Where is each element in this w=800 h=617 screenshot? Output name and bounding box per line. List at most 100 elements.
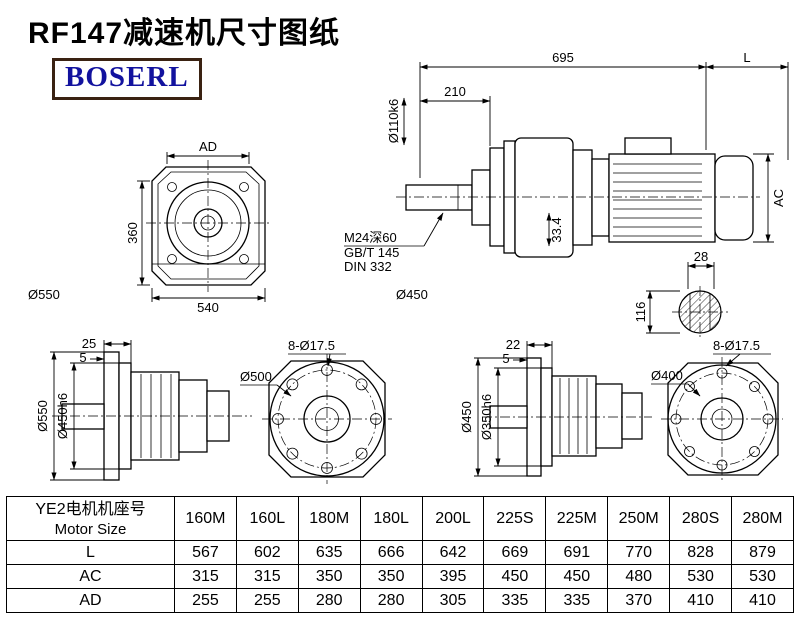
dim-shaft-diameter-label: Ø110k6: [386, 99, 401, 144]
column-header-280S: 280S: [669, 496, 733, 541]
callout-diameter-500: Ø500: [240, 369, 292, 397]
table-cell: 305: [421, 588, 485, 613]
callout-diameter-400-label: Ø400: [651, 368, 683, 383]
table-cell: 315: [174, 564, 237, 589]
table-cell: 567: [174, 540, 237, 565]
column-header-225S: 225S: [483, 496, 547, 541]
dim-33-4: 33.4: [546, 212, 564, 247]
table-cell: 410: [669, 588, 733, 613]
dim-5-left-label: 5: [79, 350, 86, 365]
dim-25-label: 25: [82, 336, 96, 351]
table-row-L: L 567 602 635 666 642 669 691 770 828 87…: [6, 540, 794, 565]
fan-cover: [714, 155, 754, 241]
table-cell: 669: [483, 540, 547, 565]
dim-diameter-550-label: Ø550: [35, 400, 50, 432]
dim-diameter-450h6-label: Ø450h6: [55, 393, 70, 439]
flange-face-left: [262, 354, 392, 484]
motor-size-header: YE2电机机座号 Motor Size: [6, 496, 175, 541]
note-din332-label: DIN 332: [344, 259, 392, 274]
output-view-left-drawing: 25 5 Ø550 Ø450h6: [35, 336, 392, 484]
dim-33-4-label: 33.4: [549, 217, 564, 242]
technical-drawing: AD 360 540 Ø550: [28, 50, 789, 484]
table-cell: 635: [297, 540, 361, 565]
dimension-table: YE2电机机座号 Motor Size 160M 160L 180M 180L …: [6, 496, 794, 613]
table-cell: 335: [483, 588, 547, 613]
dim-695-label: 695: [552, 50, 574, 65]
dim-diameter-450-side-label: Ø450: [396, 287, 428, 302]
row-label-AC: AC: [6, 564, 175, 589]
brand-logo-text: BOSERL: [65, 61, 189, 93]
terminal-box: [624, 137, 672, 155]
callout-8-holes-left: 8-Ø17.5: [288, 338, 346, 367]
table-row-AC: AC 315 315 350 350 395 450 450 480 530 5…: [6, 564, 794, 589]
dim-360-label: 360: [125, 222, 140, 244]
brand-logo: BOSERL: [52, 58, 202, 100]
dim-diameter-550: Ø550: [35, 351, 104, 481]
dim-116-label: 116: [633, 302, 648, 323]
output-view-right-drawing: 22 5 Ø450 Ø350h6: [459, 337, 783, 481]
dim-ad: AD: [166, 139, 250, 164]
dim-ac: AC: [753, 153, 786, 243]
column-header-225M: 225M: [545, 496, 609, 541]
table-cell: 370: [607, 588, 671, 613]
table-header-row: YE2电机机座号 Motor Size 160M 160L 180M 180L …: [6, 496, 794, 541]
table-cell: 770: [607, 540, 671, 565]
column-header-280M: 280M: [731, 496, 794, 541]
table-cell: 530: [669, 564, 733, 589]
dim-22: 22: [506, 337, 553, 368]
motor: [608, 137, 754, 243]
page-title: RF147减速机尺寸图纸: [28, 17, 341, 50]
table-cell: 879: [731, 540, 794, 565]
table-cell: 530: [731, 564, 794, 589]
shaft-section-view: 28 116: [633, 249, 728, 338]
table-cell: 350: [297, 564, 361, 589]
dim-L-label: L: [743, 50, 750, 65]
motor-size-label-cn: YE2电机机座号: [35, 500, 146, 518]
dim-360: 360: [125, 180, 150, 286]
table-cell: 280: [359, 588, 423, 613]
callout-8-holes-left-label: 8-Ø17.5: [288, 338, 335, 353]
dim-shaft-diameter: Ø110k6: [386, 97, 407, 146]
table-cell: 255: [235, 588, 299, 613]
dim-diameter-450h6: Ø450h6: [55, 362, 119, 470]
note-m24-label: M24深60: [344, 230, 397, 245]
table-row-AD: AD 255 255 280 280 305 335 335 370 410 4…: [6, 588, 794, 613]
input-shaft: [405, 184, 473, 211]
dim-5-right: 5: [502, 351, 528, 366]
table-cell: 666: [359, 540, 423, 565]
dim-ac-label: AC: [771, 189, 786, 207]
table-cell: 828: [669, 540, 733, 565]
dim-28: 28: [687, 249, 715, 289]
side-view-drawing: 695 L 210 Ø110k6 M24深60 GB/T 145: [344, 50, 789, 338]
table-cell: 335: [545, 588, 609, 613]
table-cell: 480: [607, 564, 671, 589]
dim-210-label: 210: [444, 84, 466, 99]
front-view-drawing: AD 360 540 Ø550: [28, 139, 272, 315]
dim-diameter-350h6-label: Ø350h6: [479, 394, 494, 440]
column-header-180L: 180L: [359, 496, 423, 541]
motor-size-label-en: Motor Size: [54, 520, 127, 538]
dim-25: 25: [82, 336, 132, 363]
callout-diameter-400: Ø400: [651, 368, 701, 397]
dim-22-label: 22: [506, 337, 520, 352]
column-header-160M: 160M: [174, 496, 237, 541]
row-label-L: L: [6, 540, 175, 565]
table-cell: 315: [235, 564, 299, 589]
dim-ad-label: AD: [199, 139, 217, 154]
table-cell: 450: [483, 564, 547, 589]
output-shaft: [61, 403, 105, 430]
column-header-250M: 250M: [607, 496, 671, 541]
note-gbt145-label: GB/T 145: [344, 245, 399, 260]
dim-diameter-450-label: Ø450: [459, 401, 474, 433]
callout-diameter-500-label: Ø500: [240, 369, 272, 384]
dim-diameter-350h6: Ø350h6: [479, 367, 541, 467]
dim-210: 210: [419, 84, 491, 146]
dim-diameter-450: Ø450: [459, 357, 527, 477]
callout-8-holes-right: 8-Ø17.5: [713, 338, 771, 367]
dim-5-right-label: 5: [502, 351, 509, 366]
callout-8-holes-right-label: 8-Ø17.5: [713, 338, 760, 353]
table-cell: 450: [545, 564, 609, 589]
dim-695: 695: [419, 50, 707, 178]
table-cell: 350: [359, 564, 423, 589]
